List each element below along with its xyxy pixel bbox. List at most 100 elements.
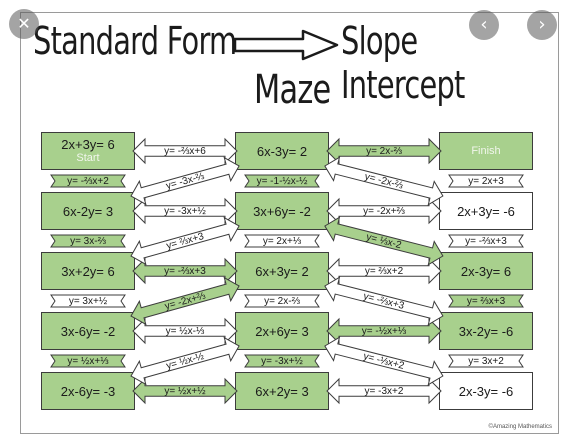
- cell-equation: 2x+3y= -6: [457, 203, 515, 219]
- maze-cell[interactable]: 3x-2y= -6: [439, 312, 533, 350]
- double-arrow-icon: [324, 276, 444, 326]
- next-image-button[interactable]: ›: [527, 10, 557, 40]
- equation-arrow[interactable]: y= -⅔x+3: [322, 274, 446, 327]
- maze-cell[interactable]: 6x+3y= 2: [235, 252, 329, 290]
- maze-cell[interactable]: 6x+2y= 3: [235, 372, 329, 410]
- arrow-equation: y= -2x+⅔: [363, 205, 405, 217]
- double-arrow-icon: [130, 276, 240, 326]
- cell-equation: 2x-6y= -3: [60, 383, 116, 399]
- double-arrow-icon: [50, 234, 126, 248]
- previous-image-button[interactable]: ‹: [469, 10, 499, 40]
- arrow-equation: y= 3x-⅔: [70, 235, 106, 247]
- equation-arrow[interactable]: y= ⅔x+3: [439, 294, 533, 308]
- cell-equation: 2x-3y= 6: [460, 263, 512, 279]
- equation-arrow[interactable]: y= ⅔x+3: [128, 214, 242, 267]
- maze-cell[interactable]: Finish: [439, 132, 533, 170]
- equation-arrow[interactable]: y= 3x-⅔: [41, 234, 135, 248]
- worksheet-image: Standard Form Slope Intercept Maze 2x+3y…: [20, 12, 559, 434]
- cell-equation: 6x-2y= 3: [62, 203, 114, 219]
- cell-equation: 6x-3y= 2: [256, 143, 308, 159]
- equation-arrow[interactable]: y= -2x+⅔: [128, 274, 242, 327]
- cell-tag: Finish: [471, 144, 501, 157]
- double-arrow-icon: [132, 137, 238, 165]
- maze-cell[interactable]: 6x-3y= 2: [235, 132, 329, 170]
- close-icon[interactable]: ✕: [9, 9, 39, 39]
- double-arrow-icon: [50, 294, 126, 308]
- arrow-equation: y= -⅔x+2: [67, 175, 109, 187]
- arrow-equation: y= -3x+½: [261, 355, 303, 367]
- arrow-equation: y= -⅔x+6: [164, 145, 206, 157]
- double-arrow-icon: [130, 336, 240, 386]
- arrow-equation: y= ⅔x+2: [364, 265, 404, 277]
- double-arrow-icon: [326, 377, 442, 405]
- cell-equation: 3x+2y= 6: [61, 263, 115, 279]
- arrow-equation: y= 3x+2: [468, 355, 504, 367]
- equation-arrow[interactable]: y= -⅓x+2: [322, 334, 446, 387]
- title-maze: Maze: [254, 67, 331, 113]
- title-arrow-icon: [233, 29, 339, 61]
- arrow-equation: y= -3x+½: [164, 205, 206, 217]
- cell-equation: 3x-6y= -2: [60, 323, 116, 339]
- double-arrow-icon: [244, 354, 320, 368]
- double-arrow-icon: [448, 294, 524, 308]
- maze-cell[interactable]: 2x+6y= 3: [235, 312, 329, 350]
- arrow-equation: y= -½x+⅓: [361, 325, 407, 337]
- arrow-equation: y= ½x-⅓: [165, 325, 205, 337]
- double-arrow-icon: [50, 354, 126, 368]
- equation-arrow[interactable]: y= ⅓x-2: [322, 214, 446, 267]
- equation-arrow[interactable]: y= 2x-⅔: [235, 294, 329, 308]
- maze-cell[interactable]: 3x-6y= -2: [41, 312, 135, 350]
- arrow-equation: y= 2x-⅔: [264, 295, 300, 307]
- equation-arrow[interactable]: y= 3x+2: [439, 354, 533, 368]
- equation-arrow[interactable]: y= -⅔x+3: [439, 234, 533, 248]
- arrow-equation: y= ⅔x+3: [466, 295, 506, 307]
- equation-arrow[interactable]: y= ½x+⅓: [41, 354, 135, 368]
- maze-cell[interactable]: 3x+2y= 6: [41, 252, 135, 290]
- equation-arrow[interactable]: y= -⅔x+6: [132, 137, 238, 165]
- double-arrow-icon: [130, 156, 240, 206]
- arrow-equation: y= -3x+2: [364, 385, 404, 397]
- maze-cell[interactable]: 2x-3y= -6: [439, 372, 533, 410]
- double-arrow-icon: [324, 156, 444, 206]
- double-arrow-icon: [244, 234, 320, 248]
- equation-arrow[interactable]: y= -3x+2: [326, 377, 442, 405]
- equation-arrow[interactable]: y= -1-½x-½: [235, 174, 329, 188]
- maze-cell[interactable]: 3x+6y= -2: [235, 192, 329, 230]
- equation-arrow[interactable]: y= 3x+½: [41, 294, 135, 308]
- arrow-equation: y= 2x-⅔: [366, 145, 402, 157]
- cell-equation: 2x+6y= 3: [255, 323, 309, 339]
- equation-arrow[interactable]: y= -⅔x+2: [41, 174, 135, 188]
- cell-equation: 3x+6y= -2: [253, 203, 311, 219]
- arrow-equation: y= -1-½x-½: [256, 175, 308, 187]
- title-slope-intercept: Slope Intercept: [341, 19, 465, 107]
- maze-cell[interactable]: 2x+3y= -6: [439, 192, 533, 230]
- double-arrow-icon: [324, 216, 444, 266]
- double-arrow-icon: [244, 174, 320, 188]
- equation-arrow[interactable]: y= -3x+½: [235, 354, 329, 368]
- equation-arrow[interactable]: y= 2x+⅓: [235, 234, 329, 248]
- cell-tag: Start: [76, 152, 100, 164]
- maze-cell[interactable]: 2x-3y= 6: [439, 252, 533, 290]
- arrow-equation: y= ½x+⅓: [67, 355, 109, 367]
- arrow-equation: y= 2x+3: [468, 175, 504, 187]
- equation-arrow[interactable]: y= ½x-½: [128, 334, 242, 387]
- double-arrow-icon: [130, 216, 240, 266]
- maze-cell[interactable]: 2x-6y= -3: [41, 372, 135, 410]
- double-arrow-icon: [448, 234, 524, 248]
- double-arrow-icon: [50, 174, 126, 188]
- cell-equation: 2x+3y= 6: [61, 137, 115, 152]
- arrow-equation: y= 2x+⅓: [262, 235, 302, 247]
- equation-arrow[interactable]: y= 2x+3: [439, 174, 533, 188]
- equation-arrow[interactable]: y= -3x-⅔: [128, 154, 242, 207]
- arrow-equation: y= 3x+½: [68, 295, 108, 307]
- double-arrow-icon: [448, 354, 524, 368]
- title-standard-form: Standard Form: [33, 19, 237, 63]
- equation-arrow[interactable]: y= -2x-⅔: [322, 154, 446, 207]
- double-arrow-icon: [448, 174, 524, 188]
- arrow-equation: y= -⅔x+3: [164, 265, 206, 277]
- double-arrow-icon: [244, 294, 320, 308]
- arrow-equation: y= ½x+½: [164, 385, 206, 397]
- arrow-equation: y= -⅔x+3: [465, 235, 507, 247]
- maze-cell[interactable]: 6x-2y= 3: [41, 192, 135, 230]
